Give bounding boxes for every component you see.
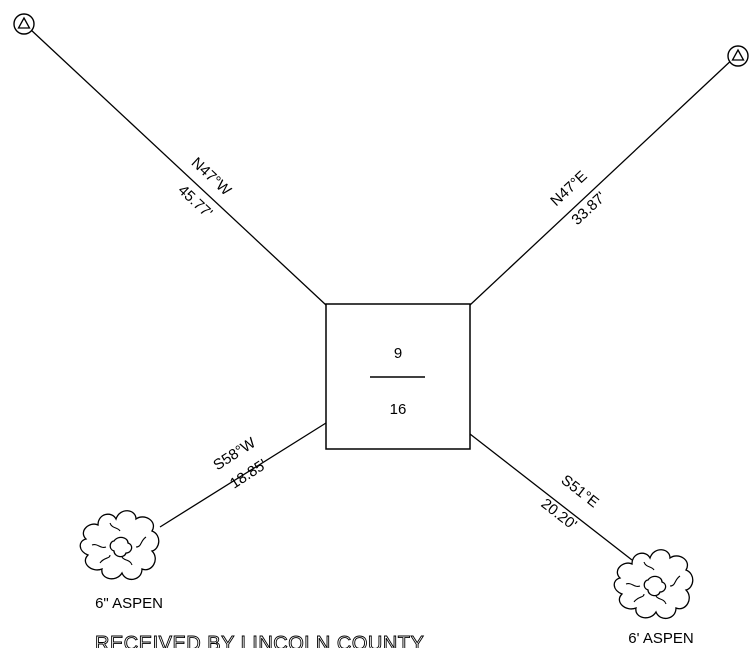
tie-line-se [469, 433, 633, 561]
bearing-se-distance: 20.20' [538, 495, 580, 533]
tie-line-nw [29, 28, 327, 306]
corner-number-top: 9 [394, 345, 402, 362]
tree-symbol-icon [613, 549, 694, 619]
sw-tree-label: 6" ASPEN [95, 595, 163, 612]
received-stamp: RECEIVED BY LINCOLN COUNTY [95, 633, 424, 648]
triangle-in-circle-icon [727, 45, 749, 67]
bearing-nw-distance: 45.77' [174, 182, 215, 222]
tie-line-sw [159, 422, 327, 528]
corner-number-bottom: 16 [390, 401, 407, 418]
se-tree-label: 6' ASPEN [628, 630, 693, 647]
tree-symbol-icon [79, 510, 160, 580]
bearing-se-direction: S51°E [558, 472, 602, 512]
triangle-in-circle-icon [13, 13, 35, 35]
tie-line-ne [469, 55, 737, 306]
